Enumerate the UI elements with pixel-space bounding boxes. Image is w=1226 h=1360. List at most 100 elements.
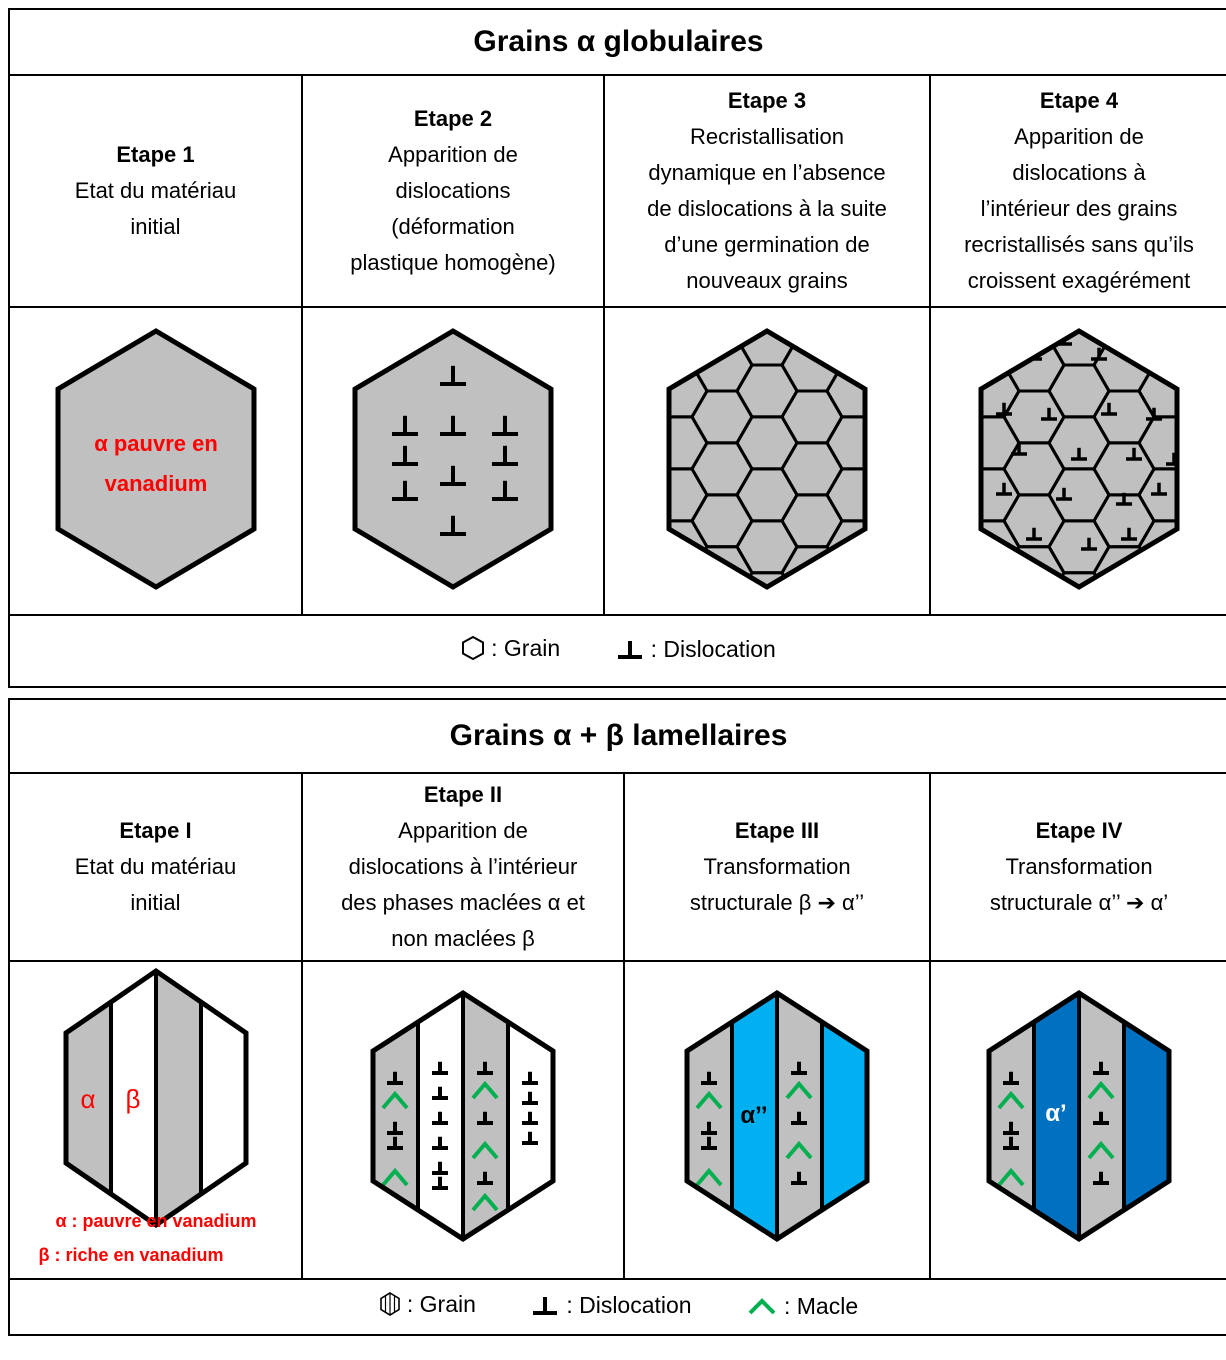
dislocation-symbol [522,1091,538,1105]
dislocation-symbol [440,515,466,536]
step-text: nouveaux grains [686,268,848,293]
legend-dislocation-label: : Dislocation [566,1291,692,1318]
macle-symbol [381,1090,409,1109]
step-1-figure: α pauvre en vanadium [8,306,303,616]
dislocation-symbol [1101,402,1117,416]
recrystallized-grains-hexagon [666,327,868,590]
step-text: d’une germination de [664,232,870,257]
step-3-description: Etape 3 Recristallisation dynamique en l… [603,74,931,308]
dislocation-symbol [996,402,1012,416]
lamellar-legend: : Grain : Dislocation : Macle [7,1278,1226,1336]
step-text: initial [130,214,181,239]
dislocation-symbol [701,1136,717,1150]
lamellar-alpha-prime-hexagon: α’ [986,989,1172,1242]
dislocation-symbol [1116,492,1132,506]
hexagon-icon [462,636,485,661]
step-IV-description: Etape IV Transformation structurale α’’ … [928,772,1226,962]
dislocation-symbol [791,1111,807,1125]
macle-symbol [1087,1140,1115,1159]
step-text: Apparition de [398,818,528,843]
step-label: Etape II [423,782,503,807]
step-text: structurale α’’ ➔ α’ [989,890,1169,915]
grain-label: α pauvre en [94,431,218,456]
dislocation-symbol [1003,1136,1019,1150]
legend-macle: : Macle [746,1293,858,1320]
step-label: Etape 1 [116,142,195,167]
macle-symbol [471,1080,499,1099]
dislocation-symbol [1093,1111,1109,1125]
step-text: Apparition de [388,142,518,167]
legend-grain-label: : Grain [406,1290,476,1317]
lamellar-title: Grains α + β lamellaires [7,698,1226,774]
dislocation-symbol [522,1071,538,1085]
dislocation-symbol [432,1161,448,1175]
note-beta: β : riche en vanadium [38,1245,223,1265]
step-text: Etat du matériau [74,178,237,203]
step-II-figure [301,960,625,1280]
step-label: Etape 2 [413,106,493,131]
dislocation-symbol [477,1111,493,1125]
globular-legend: : Grain : Dislocation [8,614,1226,688]
dislocation-symbol [440,465,466,486]
dislocation-symbol [791,1061,807,1075]
dislocation-symbol [492,415,518,436]
legend-macle-label: : Macle [783,1292,859,1319]
step-text: initial [130,890,181,915]
dislocation-symbol [1071,447,1087,461]
globular-title: Grains α globulaires [8,8,1226,76]
step-text: dislocations à l’intérieur [348,854,578,879]
note-alpha: α : pauvre en vanadium [55,1211,256,1231]
grain-label: vanadium [104,471,207,496]
dislocation-symbol [996,482,1012,496]
dislocation-symbol [432,1176,448,1190]
dislocation-symbol [492,480,518,501]
dislocation-symbol [522,1111,538,1125]
dislocation-symbol [701,1121,717,1135]
step-text: Transformation [703,854,851,879]
dislocation-symbol [1026,527,1042,541]
step-text: dynamique en l’absence [648,160,886,185]
legend-grain-label: : Grain [491,634,561,661]
step-text: non maclées β [391,926,535,951]
step-2-figure [301,306,605,616]
dislocation-symbol [440,415,466,436]
step-text: dislocations à [1012,160,1146,185]
dislocation-symbol [477,1171,493,1185]
dislocation-symbol [432,1086,448,1100]
macle-symbol [997,1090,1025,1109]
legend-dislocation: : Dislocation [530,1291,692,1319]
globular-grains-table: Grains α globulaires Etape 1 Etat du mat… [8,8,1226,688]
recrystallized-dislocated-hexagon [978,327,1180,590]
step-I-description: Etape I Etat du matériau initial [8,772,303,962]
alpha-prime-label: α’ [1045,1100,1066,1127]
dislocation-symbol [1126,447,1142,461]
step-label: Etape IV [1035,818,1123,843]
lamellar-initial-hexagon: α β α : pauvre en vanadium β : riche en … [38,967,256,1265]
step-text: de dislocations à la suite [647,196,887,221]
alpha-double-prime-label: α’’ [740,1102,767,1129]
macle-symbol [695,1090,723,1109]
dislocation-symbol [432,1136,448,1150]
initial-grain-hexagon: α pauvre en vanadium [55,327,256,590]
dislocation-symbol [387,1121,403,1135]
macle-symbol [471,1140,499,1159]
dislocation-symbol [701,1071,717,1085]
step-text: recristallisés sans qu’ils [964,232,1194,257]
phase-beta-label: β [125,1084,140,1114]
dislocation-symbol [477,1061,493,1075]
dislocation-symbol [1056,487,1072,501]
dislocation-symbol [492,445,518,466]
lamellar-grain-icon [380,1292,400,1317]
lamellar-grains-table: Grains α + β lamellaires Etape I Etat du… [7,698,1226,1336]
step-text: plastique homogène) [350,250,556,275]
dislocation-symbol [432,1061,448,1075]
dislocation-symbol [1146,407,1162,421]
macle-symbol [381,1167,409,1186]
dislocation-symbol [1081,537,1097,551]
step-label: Etape 3 [727,88,807,113]
dislocation-symbol [1003,1071,1019,1085]
step-text: (déformation [391,214,515,239]
step-text: structurale β ➔ α’’ [689,890,865,915]
dislocation-symbol [522,1131,538,1145]
macle-symbol [997,1167,1025,1186]
